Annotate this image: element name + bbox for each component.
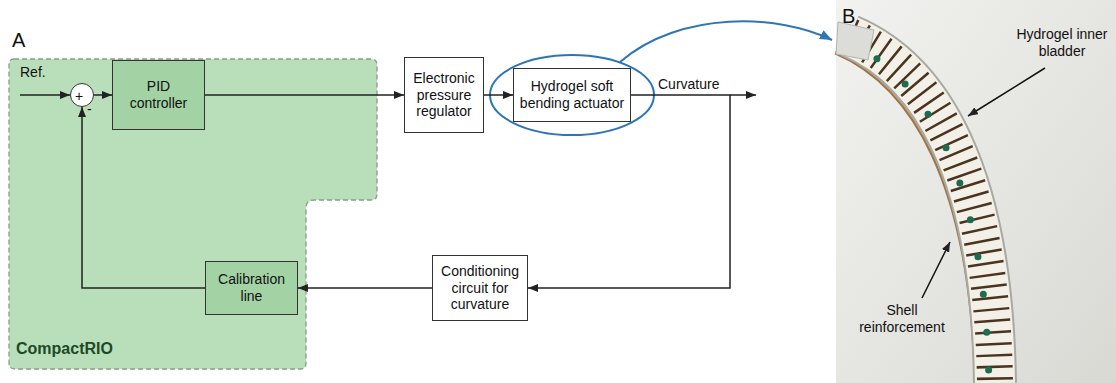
region-shape <box>9 59 377 369</box>
node-text: Calibration line <box>211 271 292 305</box>
signal-arrow <box>205 94 404 96</box>
calibration-box: Calibration line <box>205 261 298 315</box>
highlight-ellipse <box>490 55 654 135</box>
annotation-label: Ref. <box>20 64 46 81</box>
node-text: Conditioning circuit for curvature <box>438 263 522 313</box>
clamp-tape <box>836 22 874 60</box>
signal-arrow <box>94 94 112 96</box>
annotation-label: Curvature <box>658 76 719 93</box>
region-title: CompactRIO <box>16 340 378 358</box>
hydrogel-tube <box>850 36 995 383</box>
sign-label: + <box>75 89 85 103</box>
tube-stripes <box>850 36 995 383</box>
actuator-box: Hydrogel soft bending actuator <box>513 68 631 122</box>
signal-arrow <box>298 287 432 289</box>
controller-region: CompactRIO +- PID controllerCalibration li… <box>8 58 378 370</box>
output-arrow <box>730 94 756 96</box>
annotation-label: Shell reinforcement <box>856 302 948 336</box>
conditioning-box: Conditioning circuit for curvature <box>432 255 528 321</box>
summing-junction: +- <box>70 83 94 107</box>
sign-label: - <box>87 102 97 116</box>
signal-arrow <box>528 95 730 288</box>
signal-arrow <box>484 94 513 96</box>
leader-arrow <box>968 68 1045 116</box>
node-text: Electronic pressure regulator <box>410 70 478 120</box>
node-text: Hydrogel soft bending actuator <box>519 78 625 112</box>
reference-input-arrow <box>20 94 70 96</box>
marker-dots <box>844 40 989 383</box>
panel-letter: B <box>842 4 855 28</box>
tube-outline <box>850 36 995 383</box>
annotation-label: Hydrogel inner bladder <box>1014 26 1110 60</box>
regulator-box: Electronic pressure regulator <box>404 57 484 133</box>
leader-arrow <box>922 242 950 298</box>
controller-box: PID controller <box>112 60 205 130</box>
panel-letter: A <box>12 28 25 52</box>
actuator-photo <box>836 0 1116 383</box>
zoom-arrow <box>620 21 832 62</box>
node-text: PID controller <box>118 78 199 112</box>
